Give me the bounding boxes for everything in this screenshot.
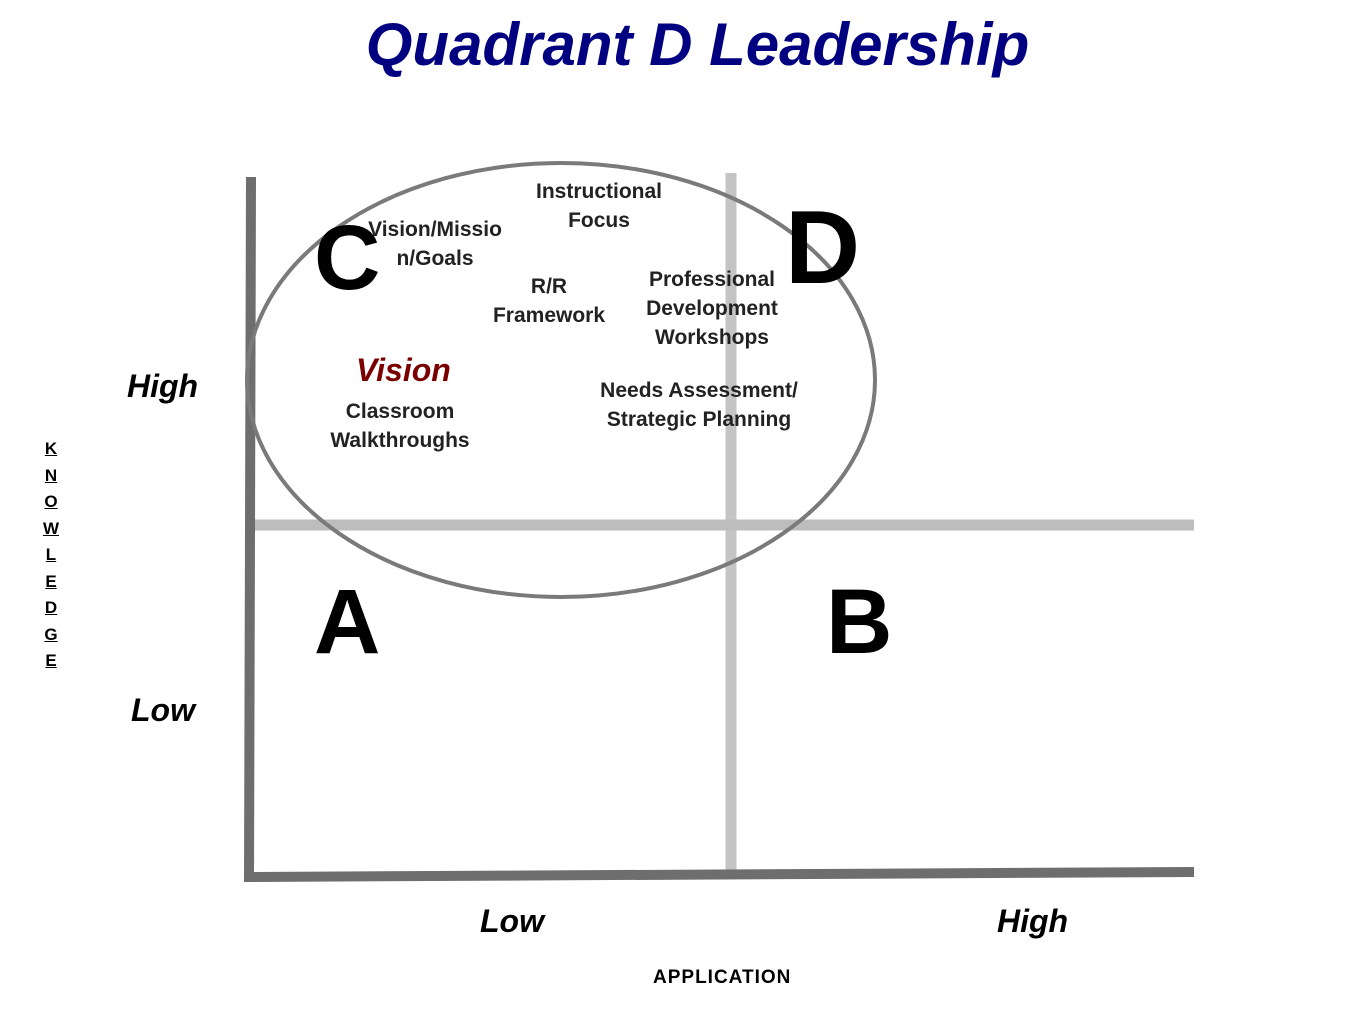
needs-assessment-item: Needs Assessment/ Strategic Planning [600,379,798,431]
x-axis-line [243,867,1195,882]
rr-framework-item: R/R Framework [492,275,606,327]
leadership-ellipse [245,161,877,599]
y-axis-title: K N O W L E D G E [42,439,60,670]
quadrant-d-label: D [785,190,861,306]
quadrant-c-label: C [314,207,381,309]
quadrant-a-label: A [314,571,381,673]
vision-label: Vision [356,352,451,388]
instructional-focus-item: Instructional Focus [535,180,662,232]
x-axis-title: APPLICATION [653,967,792,988]
x-axis-high-label: High [997,903,1069,939]
professional-development-item: Professional Development Workshops [646,268,778,349]
page-title: Quadrant D Leadership [365,11,1030,78]
y-axis-line [244,176,256,882]
classroom-walkthroughs-item: Classroom Walkthroughs [330,400,470,452]
y-axis-low-label: Low [131,692,195,728]
y-axis-high-label: High [127,368,199,404]
x-axis-low-label: Low [480,903,544,939]
vision-mission-goals-item: Vision/Missio n/Goals [368,218,502,270]
quadrant-b-label: B [826,571,893,673]
